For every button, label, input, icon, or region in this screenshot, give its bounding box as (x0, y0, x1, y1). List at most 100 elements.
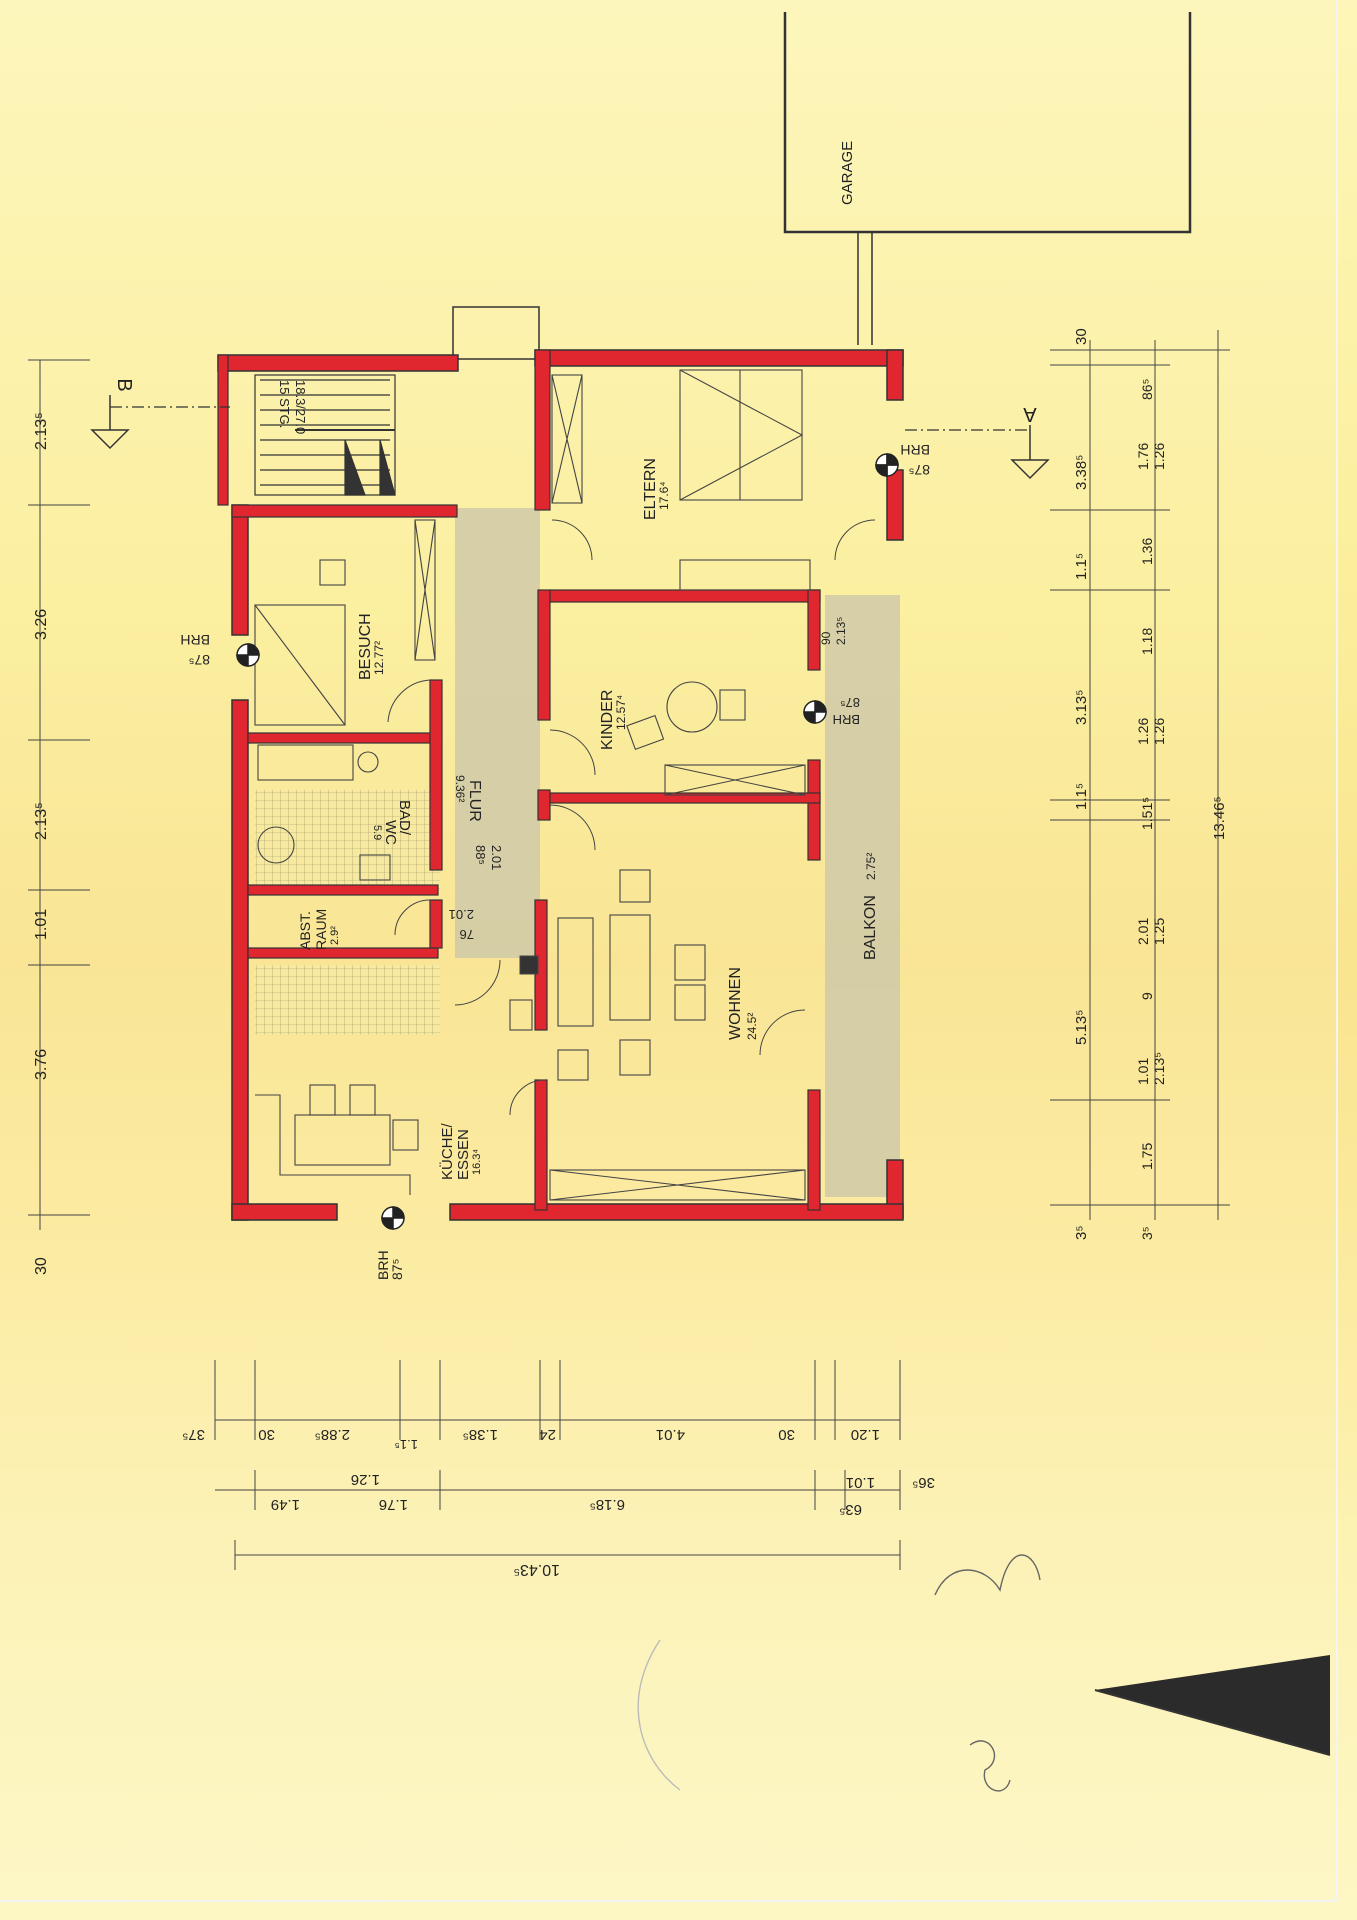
brh-value-4: 87⁵ (389, 1259, 405, 1280)
room-bad-name2: WC (382, 820, 399, 845)
flur-floor (455, 508, 540, 958)
paper-edge (0, 0, 1338, 1902)
dim-bottom1-2: 2.88⁵ (315, 1426, 350, 1443)
room-abst-name1: ABST. (297, 911, 313, 950)
dim-bottom1-7: 30 (778, 1426, 795, 1443)
room-flur-name: FLUR (466, 780, 483, 822)
dim-right-inner-1: 1.76 (1135, 443, 1151, 470)
dim-bottom1-5: 24 (539, 1426, 556, 1443)
dim-right-inner-3: 1.36 (1139, 538, 1155, 565)
dim-bottom1-6: 4.01 (656, 1426, 685, 1443)
north-arrow (1095, 1655, 1330, 1755)
brh-markers (236, 453, 899, 1230)
room-balkon-area: 2.75² (864, 853, 878, 880)
dim-right-inner-6: 1.26 (1151, 718, 1167, 745)
dims-right-lines (1050, 330, 1230, 1220)
dim-bottom2-6: 36⁵ (912, 1474, 935, 1491)
dim-bottom2-2: 1.26 (351, 1471, 380, 1488)
dim-right-inner-4: 1.18 (1139, 628, 1155, 655)
room-bad-area: 5.9 (371, 825, 383, 840)
dim-bottom1-0: 37⁵ (182, 1426, 205, 1443)
north-arrow-edge (1094, 1689, 1331, 1756)
dim-right-inner-0: 86⁵ (1139, 379, 1155, 400)
chimney-outline (452, 306, 540, 360)
room-eltern-area: 17.6⁴ (657, 481, 671, 510)
section-mark-a: A (1023, 403, 1037, 425)
door-dim-1-bottom: 90 (819, 631, 833, 645)
room-besuch-area: 12.77² (372, 641, 386, 675)
door-dim-2-bottom: 88⁵ (473, 845, 488, 865)
dim-right-inner-5: 1.26 (1135, 718, 1151, 745)
room-kinder-name: KINDER (599, 690, 616, 750)
room-eltern-name: ELTERN (642, 458, 659, 520)
door-dim-1-top: 2.13⁵ (834, 617, 848, 645)
furniture (254, 369, 811, 1201)
room-balkon-name: BALKON (862, 895, 879, 960)
dim-bottom-total: 10.43⁵ (513, 1561, 560, 1578)
dim-left-4: 3.76 (33, 1049, 50, 1080)
dim-right-inner-2: 1.26 (1151, 443, 1167, 470)
dim-bottom2-4: 63⁵ (839, 1501, 862, 1518)
dim-right-outer-0: 30 (1073, 328, 1090, 345)
dim-right-outer-3: 3.13⁵ (1073, 690, 1090, 725)
dim-right-inner-14: 3⁵ (1139, 1226, 1155, 1240)
bath-tiles (255, 790, 440, 890)
dim-right-inner-12: 2.13⁵ (1151, 1052, 1167, 1085)
brh-value-1: 87⁵ (909, 462, 930, 478)
kitchen-tiles (255, 965, 440, 1035)
dim-bottom2-5: 1.01 (846, 1474, 875, 1491)
door-dim-2-top: 2.01 (489, 845, 504, 870)
dim-right-outer-4: 1.1⁵ (1073, 783, 1090, 810)
brh-label-3: BRH (833, 712, 860, 727)
dim-bottom2-3: 6.18⁵ (590, 1496, 625, 1513)
room-garage: GARAGE (839, 141, 856, 205)
dim-bottom1-4: 1.38⁵ (463, 1426, 498, 1443)
room-wohnen-name: WOHNEN (727, 967, 744, 1040)
dim-bottom2-1: 1.76 (379, 1496, 408, 1513)
door-dim-3-bottom: 76 (460, 927, 474, 942)
dim-left-1: 3.26 (33, 609, 50, 640)
room-abst-area: 2.9² (329, 926, 341, 945)
room-kueche-area: 16.3⁴ (471, 1149, 483, 1175)
brh-label-1: BRH (900, 442, 930, 458)
dims-bottom-lines (214, 1360, 901, 1570)
dim-right-outer-2: 1.1⁵ (1073, 553, 1090, 580)
room-abst-name2: RAUM (313, 909, 329, 950)
dim-right-inner-8: 2.01 (1135, 918, 1151, 945)
balkon-floor (825, 595, 900, 1197)
dims-left-lines (28, 359, 90, 1230)
dim-right-inner-10: 9 (1139, 992, 1155, 1000)
dim-bottom2-0: 1.49 (271, 1496, 300, 1513)
doors (387, 519, 876, 1116)
room-kueche-name1: KÜCHE/ (438, 1122, 456, 1180)
dim-right-inner-13: 1.75 (1139, 1143, 1155, 1170)
section-lines (110, 406, 1030, 431)
dim-bottom1-3: 1.1⁵ (395, 1437, 418, 1452)
labels: B A GARAGE ELTERN 17.6⁴ BESUCH 12.77² KI… (33, 141, 1228, 1578)
room-besuch-name: BESUCH (357, 613, 374, 680)
room-bad-name1: BAD/ (396, 800, 413, 836)
section-mark-b: B (113, 378, 135, 391)
brh-label-2: BRH (180, 632, 210, 648)
room-kinder-area: 12.57⁴ (614, 695, 628, 730)
dim-left-0: 2.13⁵ (33, 412, 50, 450)
dim-left-2: 2.13⁵ (33, 802, 50, 840)
stair-rise: 18.3/27.0 (293, 380, 308, 434)
inner-walls (217, 349, 821, 1211)
brh-label-4: BRH (375, 1250, 391, 1280)
garage (783, 12, 1192, 345)
stair-count: 15 STG. (277, 380, 292, 428)
dim-bottom1-1: 30 (258, 1426, 275, 1443)
dim-right-inner-7: 1.51⁵ (1139, 797, 1155, 830)
room-wohnen-area: 24.5² (745, 1013, 759, 1040)
room-flur-area: 9.36² (453, 775, 467, 802)
dim-right-inner-9: 1.25 (1151, 918, 1167, 945)
dim-left-3: 1.01 (33, 909, 50, 940)
room-kueche-name2: ESSEN (455, 1129, 472, 1180)
dim-right-total: 13.46⁵ (1211, 796, 1228, 840)
dim-right-inner-11: 1.01 (1135, 1058, 1151, 1085)
outer-walls (217, 349, 904, 1221)
brh-value-2: 87⁵ (189, 652, 210, 668)
dim-right-outer-1: 3.38⁵ (1073, 455, 1090, 490)
